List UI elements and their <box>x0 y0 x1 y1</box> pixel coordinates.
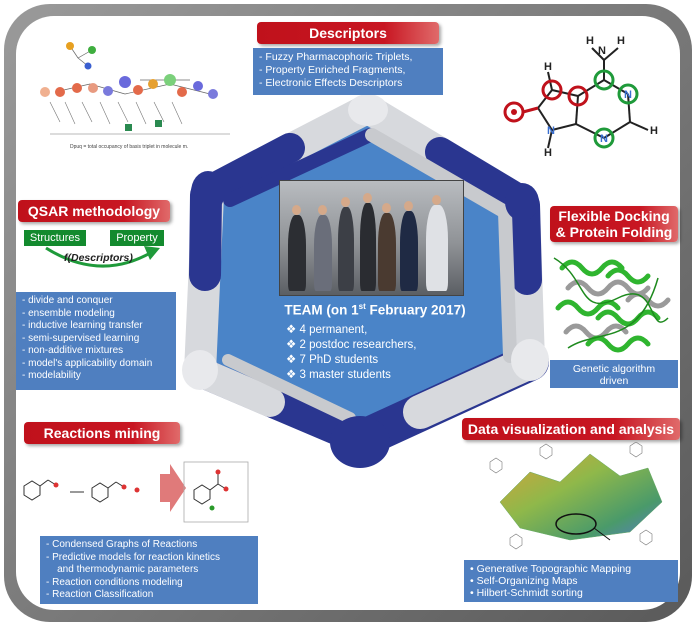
docking-title: Flexible Docking & Protein Folding <box>550 206 678 242</box>
team-info: TEAM (on 1st February 2017) 4 permanent,… <box>260 298 490 383</box>
descriptor-item: - Property Enriched Fragments, <box>259 64 406 76</box>
dataviz-item: • Self-Organizing Maps <box>470 575 578 587</box>
team-title: TEAM (on 1st February 2017) <box>284 302 466 318</box>
qsar-item: - model's applicability domain <box>22 357 153 369</box>
dataviz-item: • Hilbert-Schmidt sorting <box>470 587 583 599</box>
property-box: Property <box>110 230 164 246</box>
dataviz-title: Data visualization and analysis <box>462 418 680 440</box>
svg-text:N: N <box>598 45 606 57</box>
svg-text:N: N <box>624 89 632 101</box>
reaction-item: - Predictive models for reaction kinetic… <box>46 551 220 563</box>
svg-text:N: N <box>547 125 555 137</box>
svg-text:Dpuq = total occupancy of basi: Dpuq = total occupancy of basis triplet … <box>70 144 188 150</box>
docking-caption: Genetic algorithm driven <box>550 360 678 388</box>
reactions-list: - Condensed Graphs of Reactions - Predic… <box>40 536 258 604</box>
qsar-item: - inductive learning transfer <box>22 320 143 331</box>
qsar-item: - semi-supervised learning <box>22 332 140 344</box>
team-item: 3 master students <box>286 368 490 383</box>
qsar-function: f(Descriptors) <box>64 252 133 264</box>
svg-text:N: N <box>600 133 608 145</box>
reaction-item: - Condensed Graphs of Reactions <box>46 539 198 550</box>
team-photo <box>279 180 464 296</box>
descriptors-list: - Fuzzy Pharmacophoric Triplets, - Prope… <box>253 48 443 95</box>
protein-figure <box>553 257 671 353</box>
qsar-item: - non-additive mixtures <box>22 345 124 356</box>
gtm-landscape-figure <box>489 442 663 550</box>
qsar-item: - divide and conquer <box>22 295 113 306</box>
descriptor-item: - Fuzzy Pharmacophoric Triplets, <box>259 51 413 63</box>
qsar-item: - ensemble modeling <box>22 307 115 319</box>
reaction-item: - Reaction conditions modeling <box>46 576 183 588</box>
qsar-item: - modelability <box>22 370 81 381</box>
reaction-item: - Reaction Classification <box>46 589 154 600</box>
structures-box: Structures <box>24 230 86 246</box>
qsar-list: - divide and conquer - ensemble modeling… <box>16 292 176 390</box>
descriptor-item: - Electronic Effects Descriptors <box>259 77 403 89</box>
team-item: 4 permanent, <box>286 323 490 338</box>
svg-text:H: H <box>544 61 552 73</box>
qsar-arrow <box>45 246 160 268</box>
reaction-item: and thermodynamic parameters <box>46 564 199 575</box>
triplet-tree-figure: Dpuq = total occupancy of basis triplet … <box>40 42 230 150</box>
descriptors-title: Descriptors <box>257 22 439 44</box>
qsar-title: QSAR methodology <box>18 200 170 222</box>
svg-text:H: H <box>617 35 625 47</box>
reaction-figure <box>23 461 249 523</box>
svg-text:H: H <box>650 125 658 137</box>
svg-text:H: H <box>586 35 594 47</box>
team-item: 2 postdoc researchers, <box>286 338 490 353</box>
dataviz-list: • Generative Topographic Mapping • Self-… <box>464 560 678 602</box>
svg-text:H: H <box>544 147 552 159</box>
molecule-figure: H N H H H H N N N <box>503 35 658 159</box>
reactions-title: Reactions mining <box>24 422 180 444</box>
team-item: 7 PhD students <box>286 353 490 368</box>
dataviz-item: • Generative Topographic Mapping <box>470 563 632 575</box>
